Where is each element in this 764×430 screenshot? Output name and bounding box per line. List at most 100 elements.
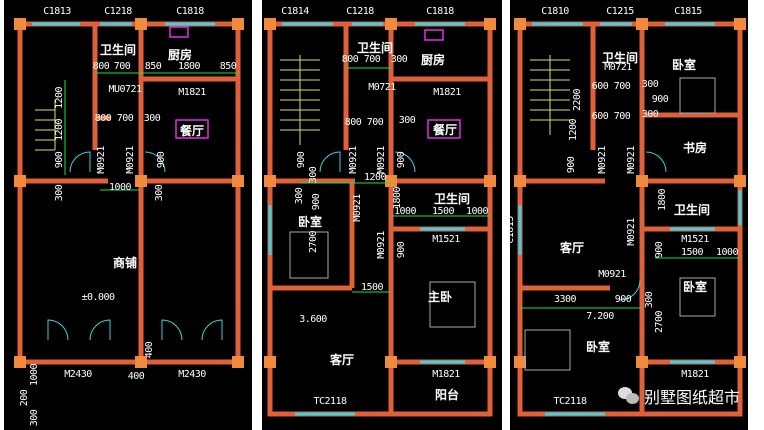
- windows: [32, 22, 742, 416]
- room-label: 厨房: [167, 48, 193, 62]
- dimension-label: 400: [127, 371, 145, 382]
- watermark-text: 别墅图纸超市: [644, 388, 741, 407]
- dimension-label: 900: [651, 94, 669, 105]
- dimension-label: 900: [156, 151, 167, 169]
- window-code-label: C1815: [674, 6, 702, 17]
- elevation-label: 7.200: [586, 311, 614, 322]
- room-label: 餐厅: [179, 124, 205, 138]
- door-code-label: M0921: [125, 146, 136, 174]
- elevation-label: ±0.000: [81, 292, 115, 303]
- dimension-label: 300: [54, 184, 65, 202]
- door-code-label: MU0721: [108, 84, 142, 95]
- dimension-label: 800: [344, 117, 362, 128]
- door-code-label: M0921: [626, 146, 637, 174]
- dimension-label: 300: [154, 184, 165, 202]
- dimension-label: 800: [92, 61, 110, 72]
- stairs: [35, 55, 570, 151]
- room-label: 客厅: [559, 241, 585, 255]
- window-code-label: C1218: [104, 6, 132, 17]
- dimension-label: 300: [308, 166, 319, 184]
- door-code-label: M0921: [598, 269, 626, 280]
- dimension-label: 900: [396, 241, 407, 259]
- dimension-label: 1000: [465, 206, 489, 217]
- dimension-label: 600: [591, 111, 609, 122]
- door-code-label: TC2118: [313, 396, 347, 407]
- dimension-label: 2700: [308, 230, 319, 254]
- dimension-label: 700: [113, 61, 131, 72]
- window-code-label: C1215: [606, 6, 634, 17]
- dimension-label: 2700: [654, 310, 665, 334]
- dimension-label: 700: [116, 113, 134, 124]
- door-code-label: M0921: [352, 194, 363, 222]
- dimension-label: 300: [641, 109, 659, 120]
- dimension-label: 300: [294, 187, 305, 205]
- dimension-label: 700: [363, 54, 381, 65]
- dimension-label: 300: [641, 79, 659, 90]
- dimension-label: 850: [219, 61, 237, 72]
- dimension-label: 1200: [363, 172, 387, 183]
- dimension-label: 900: [566, 156, 577, 174]
- dimension-label: 1800: [177, 61, 201, 72]
- dimension-label: 300: [29, 409, 40, 427]
- dimension-label: 1500: [431, 206, 455, 217]
- door-code-label: M0721: [604, 62, 632, 73]
- dimension-label: 900: [654, 241, 665, 259]
- room-label: 卧室: [682, 280, 708, 294]
- room-label: 商铺: [112, 256, 138, 270]
- dimension-label: 1000: [715, 247, 739, 258]
- door-code-label: M0921: [96, 146, 107, 174]
- dimension-label: 200: [19, 389, 30, 407]
- door-code-label: M0921: [626, 218, 637, 246]
- dimension-label: 900: [296, 151, 307, 169]
- elevation-label: 3.600: [299, 314, 327, 325]
- dimension-label: 1000: [29, 363, 40, 387]
- door-code-label: M1821: [433, 87, 461, 98]
- dimension-label: 700: [613, 111, 631, 122]
- door-code-label: M0921: [376, 146, 387, 174]
- dimension-label: 300: [390, 54, 408, 65]
- dimension-label: 1200: [54, 118, 65, 142]
- window-code-label: C1818: [254, 216, 265, 244]
- dimension-lines: [64, 67, 740, 309]
- window-code-label: C1813: [43, 6, 71, 17]
- room-label: 卫生间: [356, 41, 394, 55]
- panel-ground-floor: [4, 0, 252, 430]
- door-code-label: M1521: [432, 234, 460, 245]
- dimension-label: 400: [144, 341, 155, 359]
- dimension-label: 700: [366, 117, 384, 128]
- dimension-label: 2200: [572, 88, 583, 112]
- room-label: 客厅: [329, 353, 355, 367]
- room-label: 餐厅: [432, 123, 458, 137]
- dimension-label: 300: [644, 291, 655, 309]
- furniture-magenta: [169, 26, 461, 139]
- room-label: 主卧: [427, 290, 453, 304]
- room-label: 卧室: [671, 58, 697, 72]
- room-label: 卫生间: [99, 43, 137, 57]
- dimension-label: 1000: [393, 206, 417, 217]
- furniture-grey: [289, 77, 716, 371]
- dimension-label: 700: [613, 81, 631, 92]
- dimension-label: 3300: [553, 294, 577, 305]
- window-code-label: C1818: [426, 6, 454, 17]
- dimension-label: 1500: [360, 282, 384, 293]
- dimension-label: 1800: [657, 188, 668, 212]
- dimension-label: 800: [341, 54, 359, 65]
- door-code-label: M1821: [432, 369, 460, 380]
- wechat-icon: [618, 387, 640, 405]
- dimension-label: 300: [143, 113, 161, 124]
- room-label: 阳台: [434, 388, 460, 402]
- dimension-label: 900: [614, 294, 632, 305]
- window-code-label: C1814: [281, 6, 309, 17]
- door-code-label: M0921: [597, 146, 608, 174]
- door-code-label: TC2118: [553, 396, 587, 407]
- dimension-label: 900: [396, 151, 407, 169]
- dimension-label: 900: [311, 193, 322, 211]
- room-label: 卫生间: [433, 192, 471, 206]
- door-code-label: M0721: [368, 82, 396, 93]
- room-label: 卫生间: [601, 51, 639, 65]
- door-code-label: M1521: [681, 234, 709, 245]
- dimension-label: 900: [54, 151, 65, 169]
- room-label: 卧室: [585, 340, 611, 354]
- dimension-label: 1500: [680, 247, 704, 258]
